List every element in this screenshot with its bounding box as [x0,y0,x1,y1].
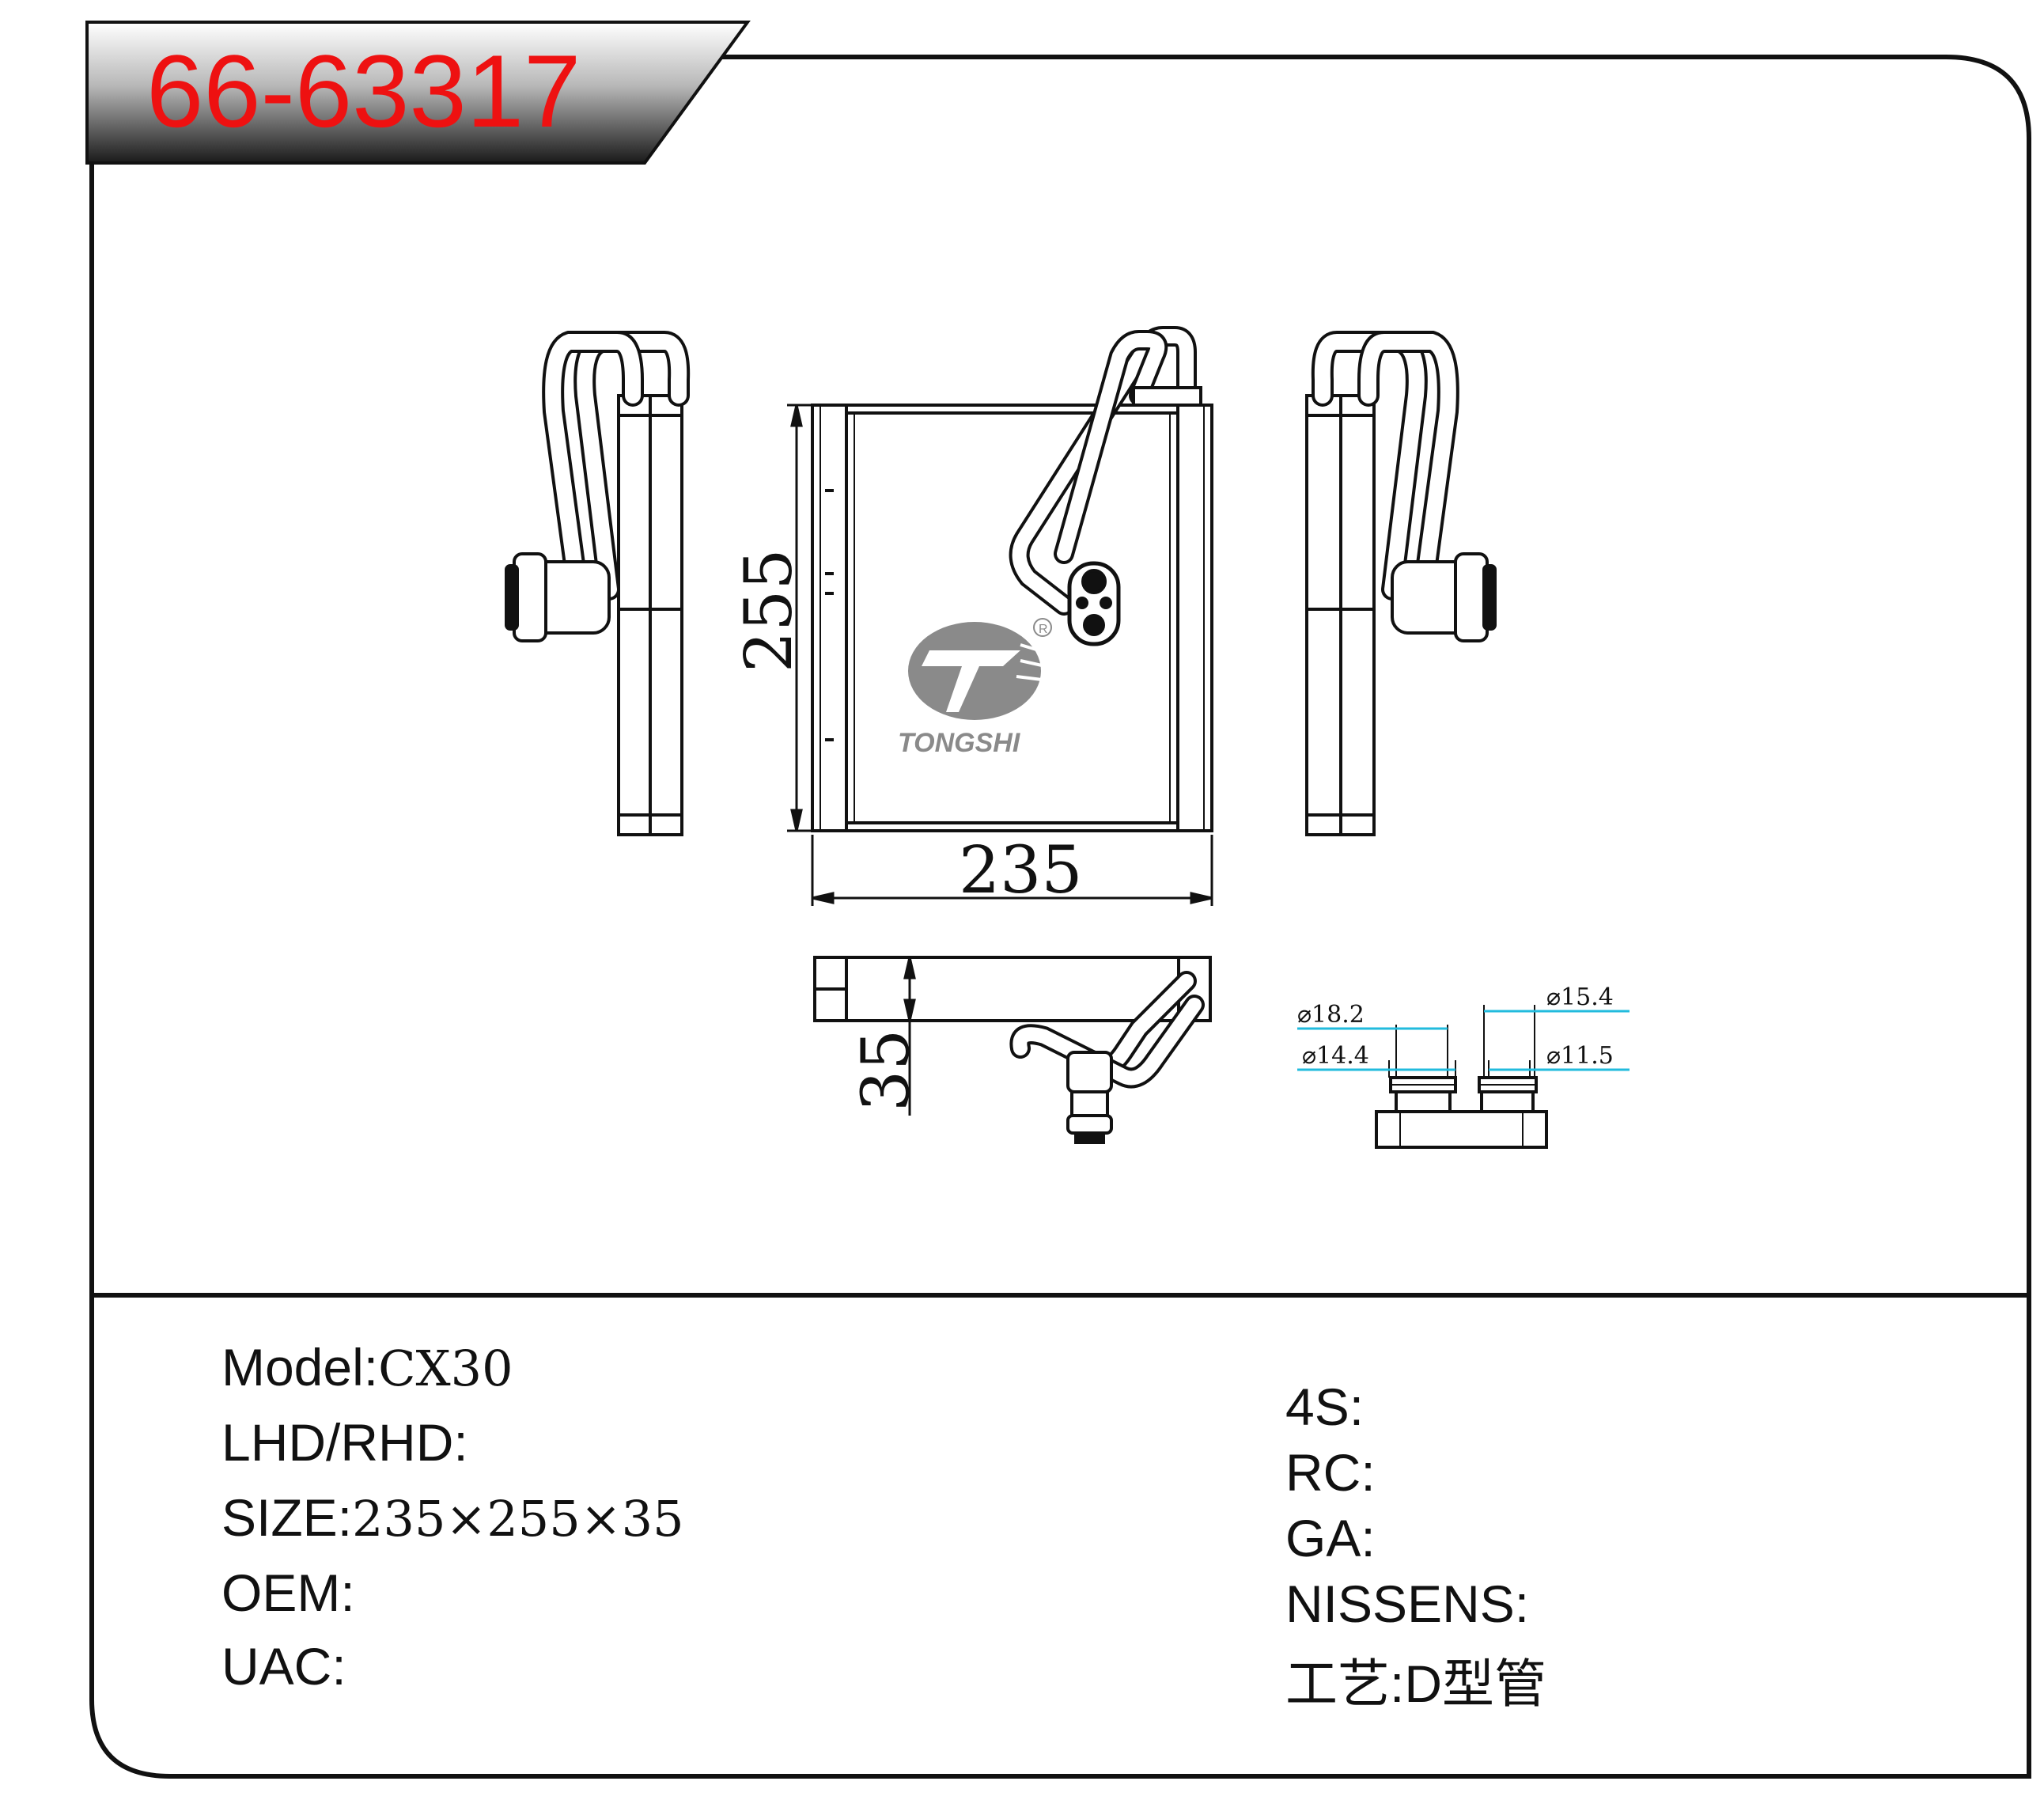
fitting-dim-d1: ⌀18.2 [1297,1001,1365,1029]
spec-lhd-rhd: LHD/RHD: [221,1412,468,1472]
fitting-detail [1375,1005,1548,1149]
spec-rc: RC: [1285,1442,1376,1503]
spec-label: SIZE: [221,1488,353,1547]
width-dimension [811,835,1213,906]
spec-value: CX30 [378,1340,513,1397]
spec-label: LHD/RHD: [221,1413,468,1472]
spec-value: D型管 [1404,1654,1547,1713]
brand-name: TONGSHI [898,728,1021,758]
depth-dimension [903,957,916,1116]
part-number-title: 66-63317 [146,33,581,149]
right-side-view [1305,331,1497,836]
tongshi-logo: R TONGSHI [898,618,1061,758]
spec-label: GA: [1285,1509,1376,1567]
spec-label: NISSENS: [1285,1575,1530,1633]
front-view [811,326,1213,832]
left-side-view [505,331,691,836]
spec-label: RC: [1285,1443,1376,1502]
spec-size: SIZE:235×255×35 [221,1487,684,1548]
fitting-dim-d3: ⌀15.4 [1546,983,1614,1011]
spec-label: OEM: [221,1563,355,1622]
spec-label: Model: [221,1338,379,1396]
spec-nissens: NISSENS: [1285,1574,1529,1634]
spec-uac: UAC: [221,1636,346,1696]
spec-process: 工艺:D型管 [1285,1642,1546,1718]
spec-oem: OEM: [221,1563,355,1623]
top-view [813,956,1212,1144]
height-dimension [787,404,812,832]
spec-4s: 4S: [1285,1377,1364,1437]
spec-label: UAC: [221,1637,346,1696]
spec-label: 工艺: [1285,1654,1405,1713]
height-dim-label: 255 [732,548,807,673]
width-dim-label: 235 [959,833,1083,908]
depth-dim-label: 35 [849,1029,924,1112]
spec-label: 4S: [1285,1377,1365,1436]
spec-ga: GA: [1285,1508,1376,1568]
svg-text:R: R [1039,623,1048,636]
fitting-dim-lines [1297,1010,1630,1071]
fitting-dim-d2: ⌀14.4 [1302,1042,1369,1070]
outer-frame [89,55,2031,1779]
title-tab [85,21,751,165]
spec-value: 235×255×35 [352,1490,684,1548]
fitting-dim-d4: ⌀11.5 [1546,1042,1614,1070]
spec-model: Model:CX30 [221,1337,513,1397]
